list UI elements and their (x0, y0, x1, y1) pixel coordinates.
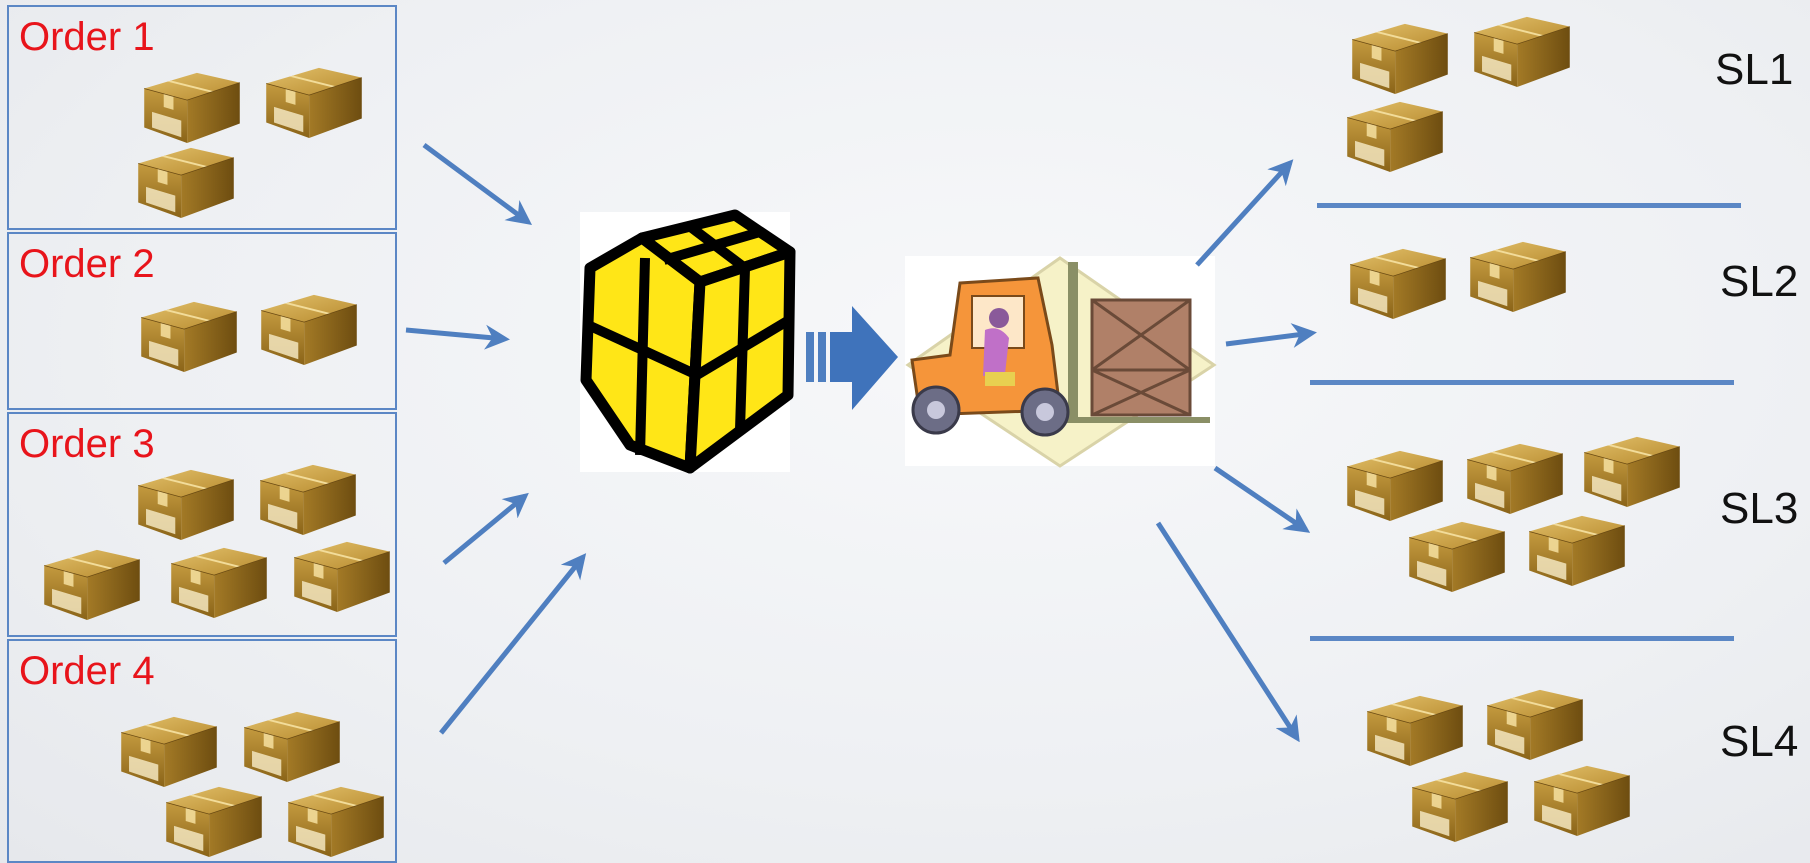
cardboard-box-icon (1577, 431, 1687, 509)
block-arrow-right-icon (806, 306, 898, 410)
sl-label-2: SL2 (1720, 257, 1799, 306)
arrow-forklift-to-sl4 (1155, 521, 1300, 743)
arrow-order1-to-crate (422, 142, 533, 225)
lane-divider (1310, 636, 1734, 641)
order-panel-1: Order 1 (7, 5, 397, 230)
cardboard-box-icon (1463, 236, 1573, 314)
arrow-order4-to-crate (439, 553, 587, 735)
sl-label-3: SL3 (1720, 484, 1799, 533)
sl-label-1: SL1 (1715, 45, 1794, 94)
cardboard-box-icon (1402, 516, 1512, 594)
order-label: Order 1 (19, 15, 155, 59)
cardboard-box-icon (1405, 766, 1515, 844)
cardboard-box-icon (1340, 445, 1450, 523)
cardboard-box-icon (1360, 690, 1470, 768)
order-label: Order 2 (19, 242, 155, 286)
yellow-crate-icon (580, 209, 796, 474)
cardboard-box-icon (1467, 11, 1577, 89)
order-panel-2: Order 2 (7, 232, 397, 410)
arrow-order3-to-crate (442, 492, 529, 565)
cardboard-box-icon (1522, 510, 1632, 588)
arrow-forklift-to-sl3 (1213, 465, 1311, 533)
arrow-forklift-to-sl2 (1225, 323, 1317, 348)
forklift-icon (905, 256, 1217, 468)
cardboard-box-icon (1460, 438, 1570, 516)
sl-label-4: SL4 (1720, 717, 1799, 766)
lane-divider (1310, 380, 1734, 385)
cardboard-box-icon (1343, 243, 1453, 321)
arrow-order2-to-crate (405, 324, 510, 350)
arrow-forklift-to-sl1 (1195, 159, 1294, 267)
cardboard-box-icon (1345, 18, 1455, 96)
cardboard-box-icon (1527, 760, 1637, 838)
cardboard-box-icon (1340, 96, 1450, 174)
order-panel-3: Order 3 (7, 412, 397, 637)
order-label: Order 4 (19, 649, 155, 693)
cardboard-box-icon (1480, 684, 1590, 762)
lane-divider (1317, 203, 1741, 208)
order-label: Order 3 (19, 422, 155, 466)
order-panel-4: Order 4 (7, 639, 397, 863)
